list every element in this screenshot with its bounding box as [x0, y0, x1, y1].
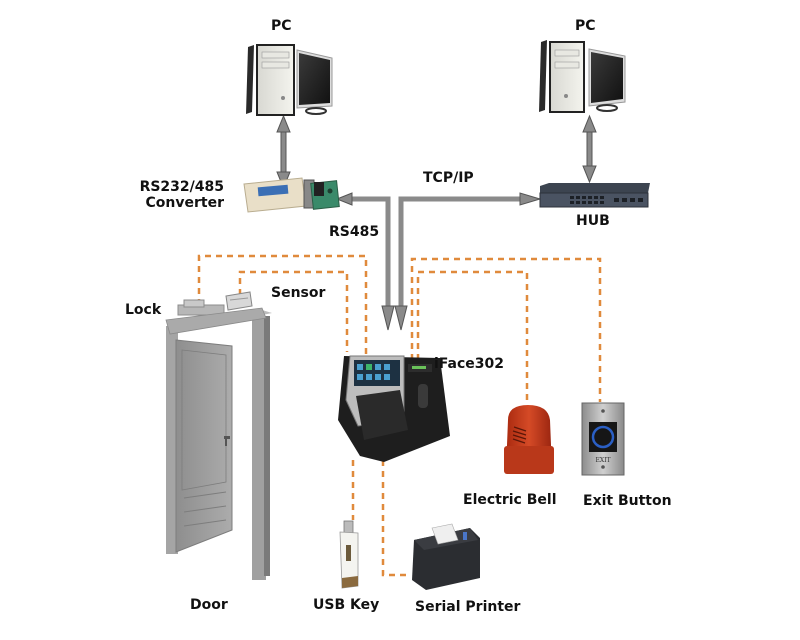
exit-button-illustration: EXIT [581, 402, 625, 476]
converter-illustration [243, 177, 340, 213]
wire-printer [381, 460, 410, 577]
serial-printer-label: Serial Printer [415, 599, 521, 615]
arrow-rs485 [335, 192, 395, 331]
arrows [276, 114, 597, 331]
lock-illustration [177, 299, 225, 316]
sensor-label: Sensor [271, 285, 326, 301]
door-label: Door [190, 597, 228, 613]
electric-bell-illustration [504, 405, 554, 474]
tcpip-label: TCP/IP [423, 170, 474, 186]
exit-button-label: Exit Button [583, 493, 672, 509]
lock-label: Lock [125, 302, 162, 318]
usb-key-illustration [339, 520, 359, 589]
pc-left-illustration [246, 44, 333, 116]
terminal-label: iFace302 [434, 356, 505, 372]
arrow-tcpip [394, 192, 542, 331]
converter-label-line1: RS232/485 [139, 179, 224, 195]
serial-printer-illustration [412, 523, 480, 590]
wire-bell [416, 270, 529, 405]
pc-left-label: PC [271, 18, 292, 34]
electric-bell-label: Electric Bell [463, 492, 557, 508]
sensor-illustration [225, 291, 253, 311]
exit-plate-text: EXIT [595, 457, 610, 464]
converter-label-line2: Converter [145, 195, 224, 212]
usb-key-label: USB Key [313, 597, 380, 613]
wire-sensor [238, 270, 349, 352]
wire-lock [197, 254, 368, 356]
pc-right-illustration [539, 40, 626, 113]
converter-label: RS232/485 Converter [128, 179, 224, 211]
wires [197, 254, 602, 577]
door-illustration [165, 291, 272, 580]
rs485-label: RS485 [329, 224, 380, 240]
pc-right-label: PC [575, 18, 596, 34]
arrow-pc-converter [276, 114, 291, 190]
hub-illustration [539, 183, 650, 208]
arrow-pc-hub [582, 114, 597, 184]
hub-label: HUB [576, 213, 610, 229]
terminal-illustration [338, 355, 450, 462]
